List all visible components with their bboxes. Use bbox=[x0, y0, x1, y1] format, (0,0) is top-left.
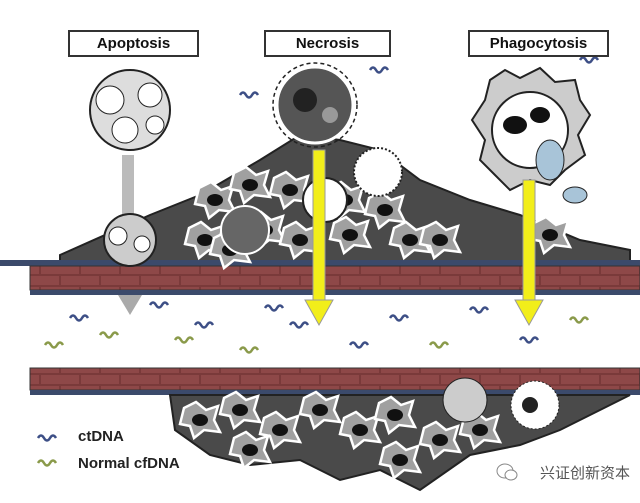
apoptosis-label: Apoptosis bbox=[68, 30, 199, 57]
lower-vessel-line bbox=[30, 390, 640, 395]
legend-ctdna: ctDNA bbox=[78, 428, 124, 445]
upper-vessel-bricks bbox=[29, 265, 640, 291]
necrosis-arrow bbox=[312, 149, 326, 301]
cfdna-legend-icon bbox=[36, 459, 58, 467]
ctdna-legend-icon bbox=[36, 434, 58, 442]
wechat-icon bbox=[496, 463, 518, 481]
watermark-text: 兴证创新资本 bbox=[540, 465, 631, 482]
necrosis-label: Necrosis bbox=[264, 30, 391, 57]
legend-normal-cfdna: Normal cfDNA bbox=[78, 455, 180, 472]
phagocytosis-arrow bbox=[522, 179, 536, 301]
phagocytosis-label: Phagocytosis bbox=[468, 30, 609, 57]
